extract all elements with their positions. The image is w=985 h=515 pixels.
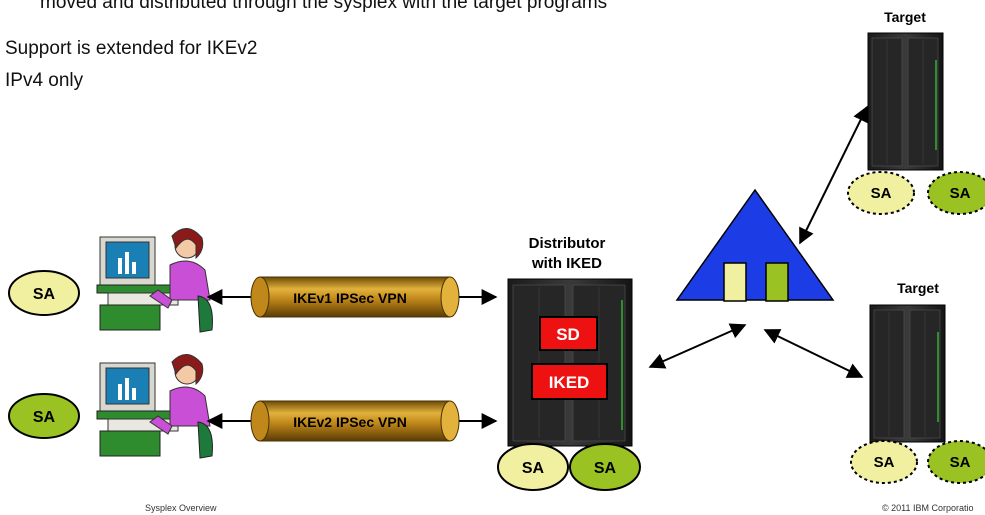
vpn1-pipe: IKEv1 IPSec VPN	[250, 276, 460, 318]
target-top-label: Target	[884, 9, 926, 25]
target-bottom-sa-right: SA	[927, 440, 985, 484]
bullet-ipv4-only: IPv4 only	[5, 70, 84, 91]
target-bottom-sa-left: SA	[850, 440, 918, 484]
footer-left: Sysplex Overview	[145, 503, 217, 513]
target-top-sa-right: SA	[927, 171, 985, 215]
svg-text:IKED: IKED	[549, 373, 590, 392]
footer-right: © 2011 IBM Corporatio	[882, 503, 974, 513]
distributor-label-line1: Distributor	[529, 235, 606, 252]
iked-box: IKED	[531, 363, 608, 400]
vpn2-label: IKEv2 IPSec VPN	[293, 414, 407, 430]
svg-text:SA: SA	[594, 460, 617, 477]
distributor-label-line2: with IKED	[531, 255, 602, 272]
svg-text:SA: SA	[33, 409, 56, 426]
client2-sa: SA	[8, 393, 80, 439]
arrow-distributor-to-triangle	[648, 323, 747, 369]
target-bottom-label: Target	[897, 280, 939, 296]
svg-text:SD: SD	[556, 325, 580, 344]
svg-text:SA: SA	[871, 185, 892, 202]
mainframe-icon	[869, 304, 946, 443]
arrow-to-bottom-target	[763, 329, 864, 378]
target-top-sa-left: SA	[847, 171, 915, 215]
svg-text:SA: SA	[522, 460, 545, 477]
client1-sa: SA	[8, 270, 80, 316]
distributor-sa-left: SA	[497, 443, 569, 491]
sysplex-triangle	[675, 188, 835, 302]
svg-text:SA: SA	[950, 454, 971, 471]
svg-text:SA: SA	[950, 185, 971, 202]
cut-bullet-text: moved and distributed through the sysple…	[40, 0, 608, 13]
vpn1-label: IKEv1 IPSec VPN	[293, 290, 407, 306]
bullet-ikev2-support: Support is extended for IKEv2	[5, 38, 258, 59]
distributor-sa-right: SA	[569, 443, 641, 491]
user-computer-icon	[96, 354, 213, 459]
mainframe-icon	[867, 32, 944, 171]
arrow-to-top-target	[799, 105, 868, 245]
user-computer-icon	[96, 228, 213, 333]
svg-text:SA: SA	[33, 286, 56, 303]
vpn2-pipe: IKEv2 IPSec VPN	[250, 400, 460, 442]
mainframe-icon	[507, 278, 633, 447]
sd-box: SD	[539, 316, 598, 351]
svg-text:SA: SA	[874, 454, 895, 471]
